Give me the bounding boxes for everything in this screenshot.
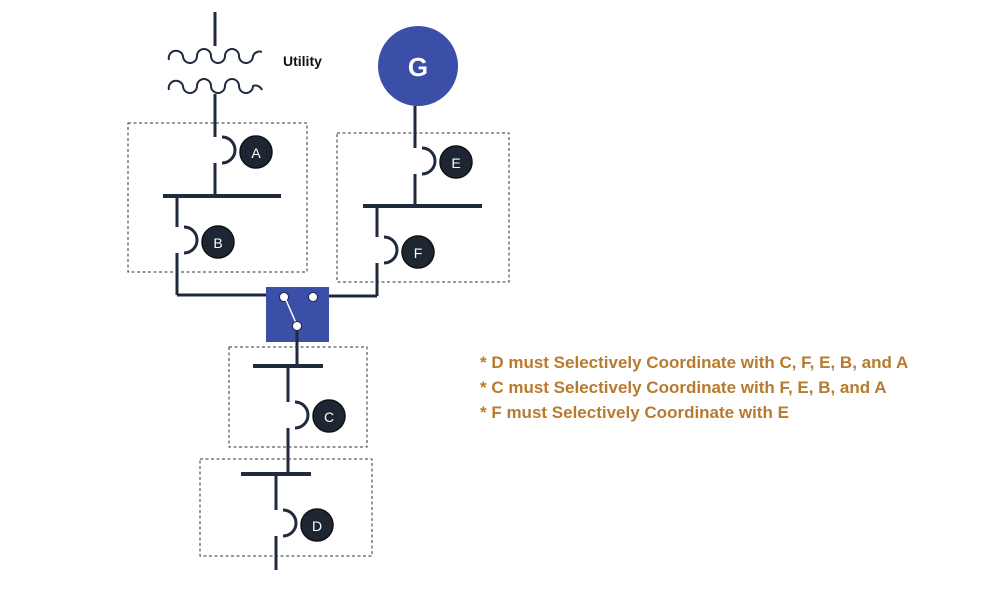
ats-switch-blade — [285, 299, 297, 324]
breaker-f-badge: F — [401, 235, 435, 269]
breaker-c-badge: C — [312, 399, 346, 433]
svg-text:C: C — [324, 409, 334, 425]
generator: G — [378, 26, 458, 148]
ats-generator-contact — [308, 292, 318, 302]
breaker-b — [175, 196, 199, 295]
generator-switchboard-box — [336, 132, 510, 283]
breaker-f-arc — [383, 235, 399, 265]
breaker-f — [375, 206, 399, 296]
transformer-secondary-coil — [167, 78, 263, 94]
svg-text:F: F — [414, 245, 423, 261]
note-c: * C must Selectively Coordinate with F, … — [480, 378, 887, 397]
utility-transformer: Utility — [167, 12, 322, 126]
utility-label: Utility — [283, 53, 322, 69]
svg-text:E: E — [451, 155, 460, 171]
ats-utility-contact — [279, 292, 289, 302]
generator-circle — [378, 26, 458, 106]
breaker-e-arc — [421, 146, 437, 176]
generator-label: G — [408, 52, 428, 82]
svg-text:B: B — [213, 235, 222, 251]
utility-switchboard-box — [127, 122, 308, 273]
svg-text:A: A — [251, 145, 261, 161]
breaker-e — [413, 106, 437, 206]
breaker-a-badge: A — [239, 135, 273, 169]
note-d: * D must Selectively Coordinate with C, … — [480, 353, 909, 372]
breaker-c — [286, 366, 310, 474]
breaker-d-badge: D — [300, 508, 334, 542]
branch-panel-box — [199, 458, 373, 557]
breaker-c-arc — [294, 400, 310, 430]
ats-load-contact — [292, 321, 302, 331]
transformer-primary-coil — [167, 48, 263, 64]
breaker-d — [274, 474, 298, 570]
breaker-d-arc — [282, 508, 298, 538]
breaker-b-arc — [183, 225, 199, 255]
coordination-notes: * D must Selectively Coordinate with C, … — [480, 350, 908, 425]
note-f: * F must Selectively Coordinate with E — [480, 403, 789, 422]
breaker-b-badge: B — [201, 225, 235, 259]
svg-text:D: D — [312, 518, 322, 534]
distribution-panel-box — [228, 346, 368, 448]
breaker-a-arc — [221, 135, 237, 165]
breaker-e-badge: E — [439, 145, 473, 179]
breaker-a — [213, 126, 237, 196]
